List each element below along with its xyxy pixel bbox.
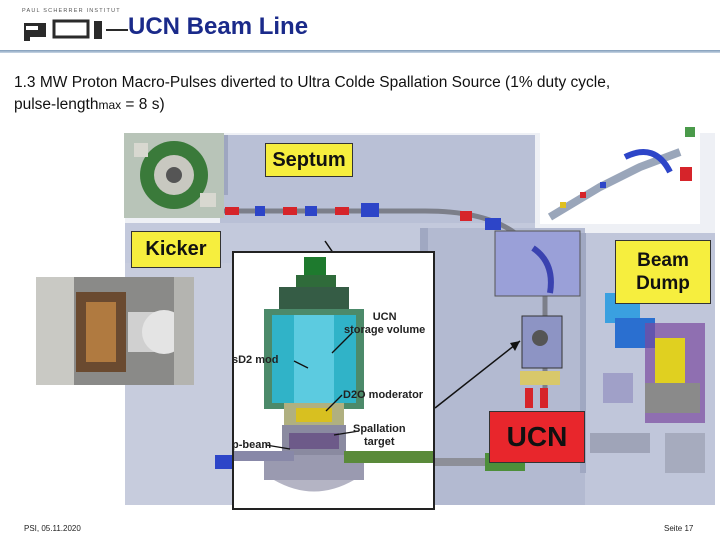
subtitle-pulse-length: pulse-length xyxy=(14,96,99,113)
ucn-label: UCN xyxy=(489,411,585,463)
storage-volume-line-2: storage volume xyxy=(344,324,426,336)
spallation-target-label: Spallation target xyxy=(353,423,406,449)
beamline-overview-drawing xyxy=(540,122,700,224)
septum-label: Septum xyxy=(265,143,353,177)
storage-volume-label: UCN storage volume xyxy=(344,311,425,337)
subtitle-pulse-value: = 8 s) xyxy=(121,96,165,113)
sd2-moderator-label: sD2 mod xyxy=(232,354,279,366)
beam-dump-label-line-1: Beam xyxy=(637,250,689,271)
subtitle-line-2: pulse-lengthmax = 8 s) xyxy=(14,96,165,114)
kicker-label: Kicker xyxy=(131,231,221,268)
beam-dump-label: Beam Dump xyxy=(615,240,711,304)
spallation-target-line-1: Spallation xyxy=(353,423,406,435)
storage-volume-line-1: UCN xyxy=(372,311,397,323)
source-schematic xyxy=(234,253,433,508)
magnet-photo xyxy=(124,133,224,218)
d2o-moderator-label: D2O moderator xyxy=(343,389,424,401)
beam-dump-label-line-2: Dump xyxy=(636,273,690,294)
subtitle-subscript: max xyxy=(98,98,122,112)
psi-logo xyxy=(24,19,128,41)
spallation-target-line-2: target xyxy=(364,436,395,448)
page-title: UCN Beam Line xyxy=(128,13,309,40)
logo-institute-text: PAUL SCHERRER INSTITUT xyxy=(22,8,121,14)
p-beam-label: p-beam xyxy=(232,439,272,451)
footer-page-number: Seite 17 xyxy=(664,524,694,533)
ucn-source-cross-section: UCN storage volume sD2 mod D2O moderator… xyxy=(232,251,435,510)
header-divider xyxy=(0,50,720,53)
subtitle-line-1: 1.3 MW Proton Macro-Pulses diverted to U… xyxy=(14,74,611,91)
kicker-photo xyxy=(36,277,194,385)
footer-date: PSI, 05.11.2020 xyxy=(24,524,81,533)
